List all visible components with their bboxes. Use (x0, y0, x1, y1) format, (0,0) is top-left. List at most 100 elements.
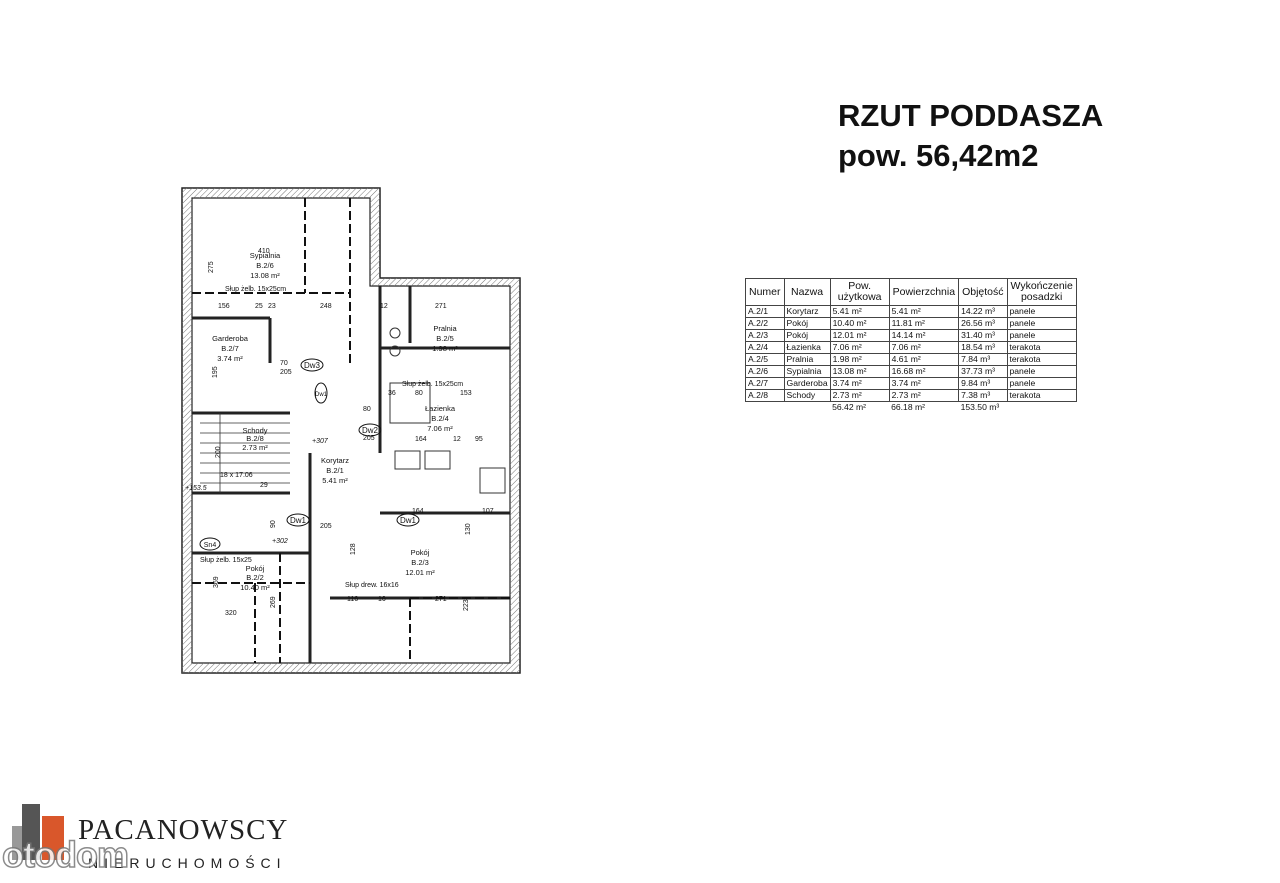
room-area: 5.41 m² (322, 476, 348, 485)
table-cell-powierzchnia: 2.73 m² (888, 389, 960, 402)
room-code: B.2/8 (246, 434, 264, 443)
dim: 320 (225, 610, 237, 617)
room-schedule-table: Numer Nazwa Pow. użytkowa Powierzchnia O… (745, 278, 1077, 413)
table-cell-numer: A.2/1 (745, 305, 785, 318)
room-code: B.2/3 (411, 558, 429, 567)
table-cell-wykonczenie: panele (1006, 329, 1077, 342)
dim: 90 (270, 520, 277, 528)
room-label: Sypialnia (250, 251, 281, 260)
outer-walls (181, 187, 521, 674)
table-cell-nazwa: Korytarz (783, 305, 831, 318)
dim: 70 (280, 360, 288, 367)
table-cell-wykonczenie: terakota (1006, 389, 1077, 402)
dim: 80 (415, 390, 423, 397)
col-header: Powierzchnia (888, 278, 960, 306)
dim: 269 (270, 596, 277, 608)
column-note: Słup żelb. 15x25 (200, 557, 252, 564)
col-header: Objętość (958, 278, 1008, 306)
dim: 107 (482, 508, 494, 515)
door-tag: Dw1 (315, 392, 328, 398)
dim: 130 (465, 523, 472, 535)
total-area: 66.18 m² (891, 402, 926, 412)
room-label: Pokój (411, 548, 430, 557)
door-tag: Dw1 (290, 516, 307, 525)
dim: 80 (363, 406, 371, 413)
room-code: B.2/4 (431, 414, 449, 423)
dim: 164 (415, 436, 427, 443)
table-cell-objetosc: 37.73 m³ (958, 365, 1008, 378)
room-label: Schody (242, 426, 267, 435)
room-area: 3.74 m² (217, 354, 243, 363)
dim: 200 (215, 446, 222, 458)
table-cell-wykonczenie: terakota (1006, 341, 1077, 354)
plan-title: RZUT PODDASZA pow. 56,42m2 (838, 96, 1103, 176)
level-mark: +302 (272, 538, 288, 545)
col-header: Wykończenie posadzki (1006, 278, 1077, 306)
table-cell-wykonczenie: panele (1006, 365, 1077, 378)
column-note: Słup drew. 16x16 (345, 582, 399, 589)
room-labels: Sypialnia B.2/6 13.08 m² Garderoba B.2/7… (212, 251, 458, 592)
dim: 16 (378, 596, 386, 603)
building-logo-icon (12, 804, 64, 860)
dim: 156 (218, 303, 230, 310)
column-note: Słup żelb. 15x25cm (402, 381, 463, 388)
dim: 271 (435, 596, 447, 603)
inner-walls (192, 286, 510, 663)
table-cell-nazwa: Schody (783, 389, 831, 402)
table-cell-powierzchnia: 4.61 m² (888, 353, 960, 366)
room-label: Korytarz (321, 456, 349, 465)
table-cell-uzytkowa: 12.01 m² (829, 329, 890, 342)
table-cell-numer: A.2/4 (745, 341, 785, 354)
table-cell-wykonczenie: terakota (1006, 353, 1077, 366)
table-cell-powierzchnia: 11.81 m² (888, 317, 960, 330)
window-tag: Sn4 (204, 542, 217, 549)
col-header: Nazwa (783, 278, 831, 306)
table-cell-uzytkowa: 1.98 m² (829, 353, 890, 366)
table-cell-nazwa: Garderoba (783, 377, 831, 390)
stairs-note: 18 x 17.06 (220, 472, 253, 479)
room-code: B.2/2 (246, 573, 264, 582)
table-cell-nazwa: Sypialnia (783, 365, 831, 378)
table-cell-uzytkowa: 13.08 m² (829, 365, 890, 378)
room-label: Garderoba (212, 334, 249, 343)
room-area: 7.06 m² (427, 424, 453, 433)
table-cell-objetosc: 9.84 m³ (958, 377, 1008, 390)
plan-notes: Słup żelb. 15x25cm Słup żelb. 15x25cm Sł… (185, 286, 463, 589)
table-cell-numer: A.2/5 (745, 353, 785, 366)
table-cell-objetosc: 31.40 m³ (958, 329, 1008, 342)
table-cell-powierzchnia: 7.06 m² (888, 341, 960, 354)
room-area: 12.01 m² (405, 568, 435, 577)
table-cell-nazwa: Pokój (783, 317, 831, 330)
room-code: B.2/5 (436, 334, 454, 343)
table-cell-powierzchnia: 3.74 m² (888, 377, 960, 390)
dim: 195 (212, 366, 219, 378)
column-note: Słup żelb. 15x25cm (225, 286, 286, 293)
table-cell-powierzchnia: 16.68 m² (888, 365, 960, 378)
dim: 164 (412, 508, 424, 515)
level-mark: +307 (312, 438, 329, 445)
roof-slope-lines (192, 198, 510, 663)
plan-title-line2: pow. 56,42m2 (838, 138, 1039, 173)
door-tags: Dw3 Dw2 Dw1 Dw1 Dw1 Sn4 (199, 358, 420, 551)
table-cell-numer: A.2/7 (745, 377, 785, 390)
table-cell-objetosc: 7.38 m³ (958, 389, 1008, 402)
dim: 223 (463, 599, 470, 611)
stairs (200, 413, 290, 493)
table-header-row: Numer Nazwa Pow. użytkowa Powierzchnia O… (745, 278, 1077, 306)
stairs-note: 29 (260, 482, 268, 489)
otodom-watermark: otodom (1, 833, 129, 876)
table-totals-row: 56.42 m² 66.18 m² 153.50 m³ (746, 402, 1077, 414)
table-cell-numer: A.2/6 (745, 365, 785, 378)
table-cell-nazwa: Pralnia (783, 353, 831, 366)
table-cell-uzytkowa: 7.06 m² (829, 341, 890, 354)
agency-name: PACANOWSCY (78, 814, 289, 846)
dim: 153 (460, 390, 472, 397)
dim: 369 (213, 576, 220, 588)
